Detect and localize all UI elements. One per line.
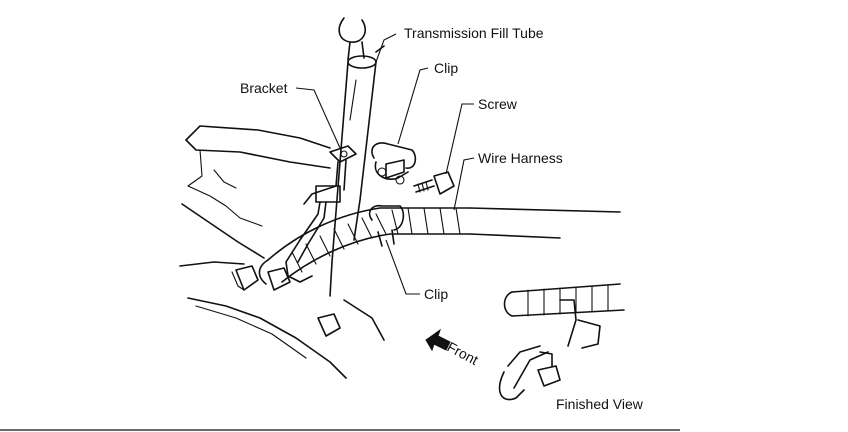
finished-view-inset [498, 283, 625, 401]
label-front: Front [445, 339, 481, 369]
leader-lines [295, 33, 475, 295]
label-wire-harness: Wire Harness [478, 150, 563, 166]
wire-harness [258, 207, 621, 285]
clip-bottom [368, 204, 405, 247]
clip-top [371, 142, 417, 185]
transmission-fill-tube [329, 17, 385, 297]
mounting-bolts [231, 265, 341, 337]
label-transmission-fill-tube: Transmission Fill Tube [404, 25, 544, 41]
bracket [285, 145, 357, 283]
label-bracket: Bracket [240, 80, 288, 96]
transmission-housing [179, 125, 385, 379]
label-finished-view: Finished View [556, 396, 644, 412]
front-arrow-icon [425, 328, 451, 352]
label-screw: Screw [478, 96, 518, 112]
screw [413, 171, 455, 195]
label-clip-top: Clip [434, 60, 458, 76]
label-clip-bottom: Clip [424, 286, 448, 302]
